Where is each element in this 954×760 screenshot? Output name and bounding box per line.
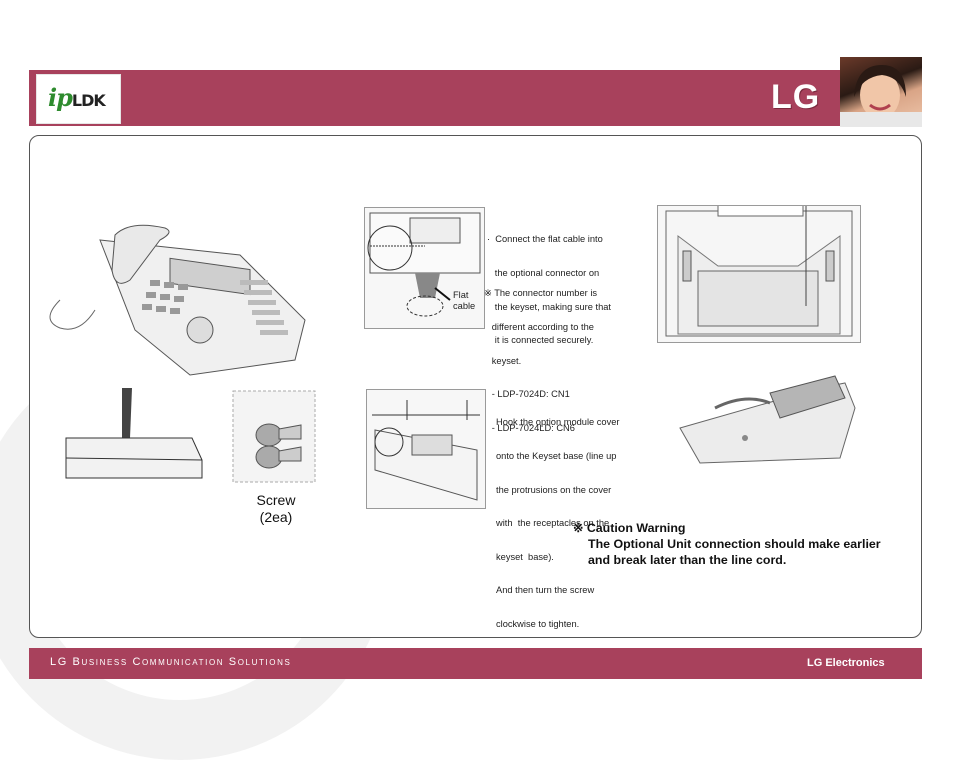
- connector-note: ※ The connector number is different acco…: [484, 266, 597, 445]
- note-line: different according to the: [484, 322, 594, 333]
- step1-line: · Connect the flat cable into: [487, 234, 603, 245]
- logo-ip-text: ip: [48, 83, 73, 112]
- header-bar: [29, 70, 922, 126]
- step2-line: with the receptacles on the: [496, 518, 610, 529]
- note-line: - LDP-7024D: CN1: [484, 389, 570, 400]
- footer-tagline: LG Business Communication Solutions: [50, 656, 292, 668]
- caution-line-1: The Optional Unit connection should make…: [588, 537, 881, 551]
- caution-warning: ※ Caution Warning The Optional Unit conn…: [573, 520, 881, 568]
- footer-company: LG Electronics: [807, 657, 885, 669]
- step2-line: the protrusions on the cover: [496, 484, 612, 495]
- step2-line: And then turn the screw: [496, 585, 595, 596]
- iplogo-box: [36, 74, 121, 124]
- step2-line: onto the Keyset base (line up: [496, 451, 617, 462]
- step1-line: it is connected securely.: [487, 335, 594, 346]
- lg-brand-logo: LG: [771, 78, 821, 116]
- note-line: keyset.: [484, 355, 522, 366]
- screw-image: [231, 389, 317, 484]
- operator-photo: [840, 57, 922, 127]
- step2-line: Hook the option module cover: [496, 417, 620, 428]
- screw-label: Screw (2ea): [256, 492, 296, 525]
- step2-line: clockwise to tighten.: [496, 619, 580, 630]
- step2-line: keyset base).: [496, 551, 554, 562]
- step2-instructions: Hook the option module cover onto the Ke…: [496, 395, 620, 641]
- step1-instructions: · Connect the flat cable into the option…: [487, 212, 611, 358]
- caution-line-2: and break later than the line cord.: [588, 553, 787, 567]
- ipldk-logo: ipLDK: [48, 83, 106, 113]
- flat-cable-connector-image: [364, 207, 485, 329]
- note-line: - LDP-7024LD: CN6: [484, 422, 575, 433]
- logo-ldk-text: LDK: [71, 91, 106, 110]
- assembled-keyset-image: [660, 368, 860, 468]
- option-module-cover-image: [366, 389, 486, 509]
- step1-line: the optional connector on: [487, 268, 600, 279]
- keyset-phone-image: [40, 210, 308, 376]
- caution-title: ※ Caution Warning: [573, 521, 686, 535]
- keyset-base-image: [52, 388, 217, 488]
- flat-cable-label: Flat cable: [453, 290, 476, 312]
- step1-line: the keyset, making sure that: [487, 301, 612, 312]
- keyset-underside-image: [657, 195, 861, 343]
- footer-bar: [29, 648, 922, 679]
- note-line: ※ The connector number is: [484, 288, 598, 299]
